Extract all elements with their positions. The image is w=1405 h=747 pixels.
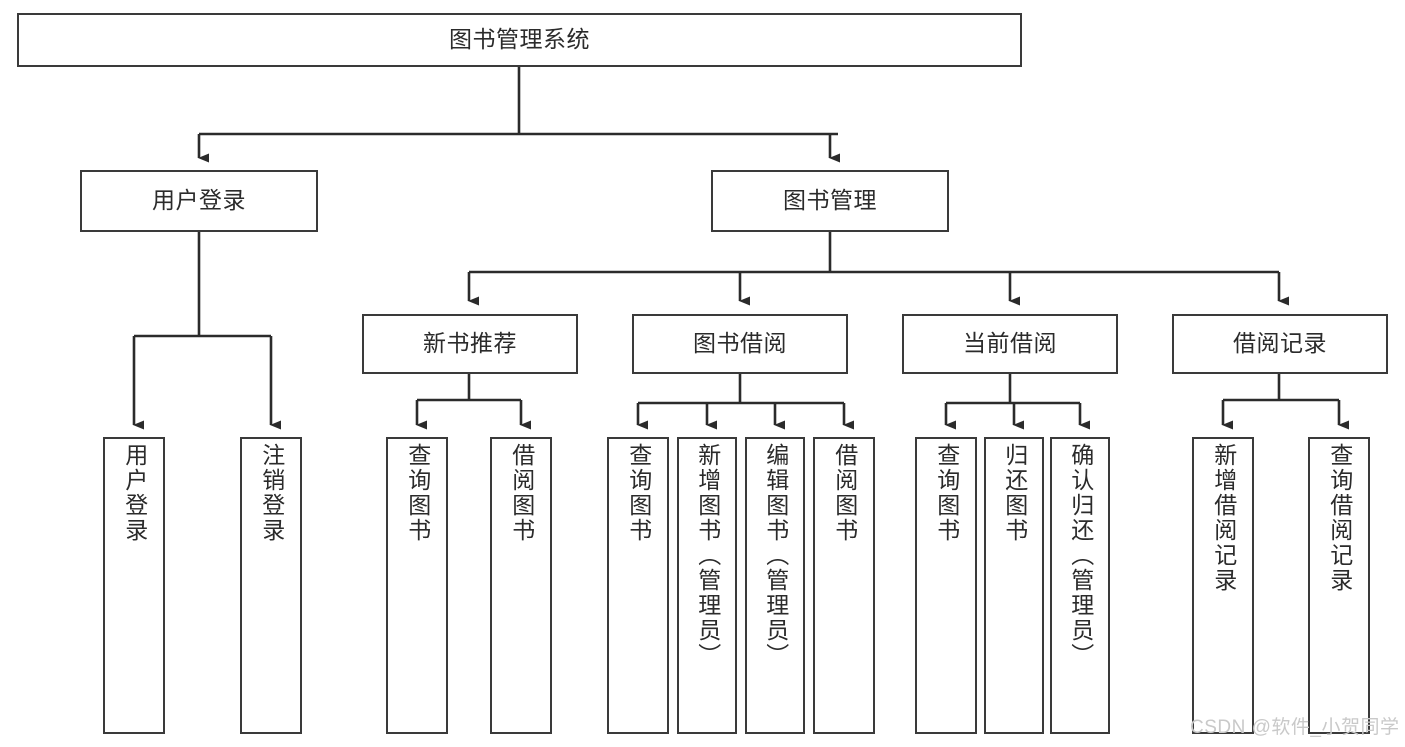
node-leaf-borrowrecord-query-record[interactable]: 查询借阅记录 (1308, 437, 1370, 734)
node-book-management-label: 图书管理 (783, 187, 877, 214)
node-user-login[interactable]: 用户登录 (80, 170, 318, 232)
node-leaf-user-login-login[interactable]: 用户登录 (103, 437, 165, 734)
node-leaf-bookborrow-query-book[interactable]: 查询图书 (607, 437, 669, 734)
node-leaf-newbook-borrow-book[interactable]: 借阅图书 (490, 437, 552, 734)
node-leaf-currentborrow-return-book[interactable]: 归还图书 (984, 437, 1044, 734)
node-leaf-bookborrow-edit-book[interactable]: 编辑图书（管理员） (745, 437, 805, 734)
node-leaf-borrowrecord-add-record[interactable]: 新增借阅记录 (1192, 437, 1254, 734)
node-leaf-bookborrow-borrow-book[interactable]: 借阅图书 (813, 437, 875, 734)
node-leaf-newbook-query-book[interactable]: 查询图书 (386, 437, 448, 734)
node-root-system[interactable]: 图书管理系统 (17, 13, 1022, 67)
node-current-borrow-label: 当前借阅 (963, 330, 1057, 357)
node-leaf-bookborrow-edit-book-label: 编辑图书（管理员） (762, 443, 789, 668)
node-book-borrow-label: 图书借阅 (693, 330, 787, 357)
node-leaf-newbook-borrow-book-label: 借阅图书 (508, 443, 535, 543)
node-leaf-bookborrow-add-book-label: 新增图书（管理员） (694, 443, 721, 668)
node-leaf-currentborrow-confirm-return[interactable]: 确认归还（管理员） (1050, 437, 1110, 734)
node-user-login-label: 用户登录 (152, 187, 246, 214)
node-book-management[interactable]: 图书管理 (711, 170, 949, 232)
node-leaf-bookborrow-borrow-book-label: 借阅图书 (831, 443, 858, 543)
node-borrow-record-label: 借阅记录 (1233, 330, 1327, 357)
node-leaf-currentborrow-query-book-label: 查询图书 (933, 443, 960, 543)
node-leaf-user-login-login-label: 用户登录 (121, 443, 148, 543)
node-new-book-recommend-label: 新书推荐 (423, 330, 517, 357)
node-leaf-borrowrecord-add-record-label: 新增借阅记录 (1210, 443, 1237, 593)
node-borrow-record[interactable]: 借阅记录 (1172, 314, 1388, 374)
node-leaf-newbook-query-book-label: 查询图书 (404, 443, 431, 543)
node-leaf-user-login-logout[interactable]: 注销登录 (240, 437, 302, 734)
node-current-borrow[interactable]: 当前借阅 (902, 314, 1118, 374)
node-new-book-recommend[interactable]: 新书推荐 (362, 314, 578, 374)
node-leaf-currentborrow-query-book[interactable]: 查询图书 (915, 437, 977, 734)
node-leaf-currentborrow-confirm-return-label: 确认归还（管理员） (1067, 443, 1094, 668)
node-leaf-borrowrecord-query-record-label: 查询借阅记录 (1326, 443, 1353, 593)
node-leaf-user-login-logout-label: 注销登录 (258, 443, 285, 543)
node-leaf-currentborrow-return-book-label: 归还图书 (1001, 443, 1028, 543)
node-root-system-label: 图书管理系统 (449, 26, 590, 53)
node-leaf-bookborrow-add-book[interactable]: 新增图书（管理员） (677, 437, 737, 734)
node-leaf-bookborrow-query-book-label: 查询图书 (625, 443, 652, 543)
node-book-borrow[interactable]: 图书借阅 (632, 314, 848, 374)
